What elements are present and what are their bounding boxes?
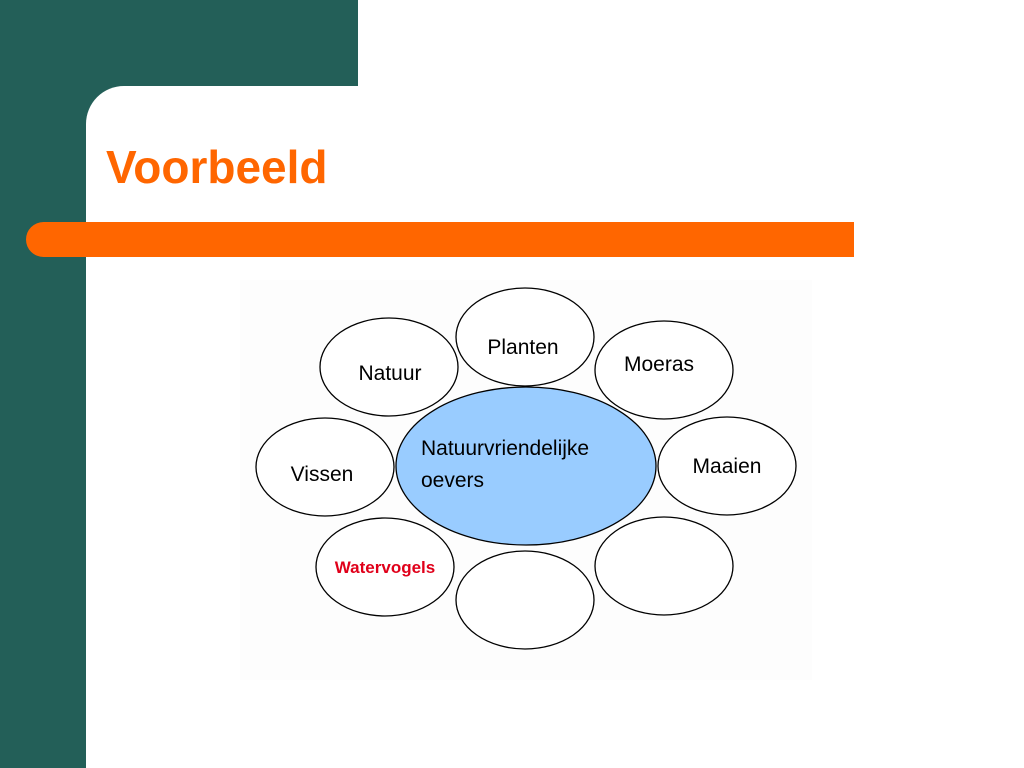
node-ellipse (455, 287, 595, 387)
node-label: Natuur (358, 362, 421, 385)
center-label-line2: oevers (421, 469, 484, 492)
center-ellipse (395, 386, 657, 546)
node-empty-right (594, 516, 734, 616)
node-maaien: Maaien (657, 416, 797, 516)
node-label: Watervogels (335, 558, 435, 577)
node-watervogels: Watervogels (315, 517, 455, 617)
accent-bar (26, 222, 854, 257)
node-ellipse (657, 416, 797, 516)
node-ellipse (594, 516, 734, 616)
node-ellipse (255, 417, 395, 517)
top-block (0, 0, 358, 86)
slide-title: Voorbeeld (106, 141, 328, 193)
center-node: Natuurvriendelijke oevers (395, 386, 657, 546)
node-label: Planten (487, 336, 558, 359)
node-empty-bottom (455, 550, 595, 650)
node-planten: Planten (455, 287, 595, 387)
node-label: Moeras (624, 353, 694, 376)
node-ellipse (319, 317, 459, 417)
node-vissen: Vissen (255, 417, 395, 517)
node-ellipse (455, 550, 595, 650)
node-label: Maaien (693, 455, 762, 478)
node-ellipse (315, 517, 455, 617)
left-band (0, 0, 86, 768)
node-natuur: Natuur (319, 317, 459, 417)
center-label-line1: Natuurvriendelijke (421, 437, 589, 460)
node-label: Vissen (291, 463, 354, 486)
node-moeras: Moeras (594, 320, 734, 420)
node-ellipse (594, 320, 734, 420)
